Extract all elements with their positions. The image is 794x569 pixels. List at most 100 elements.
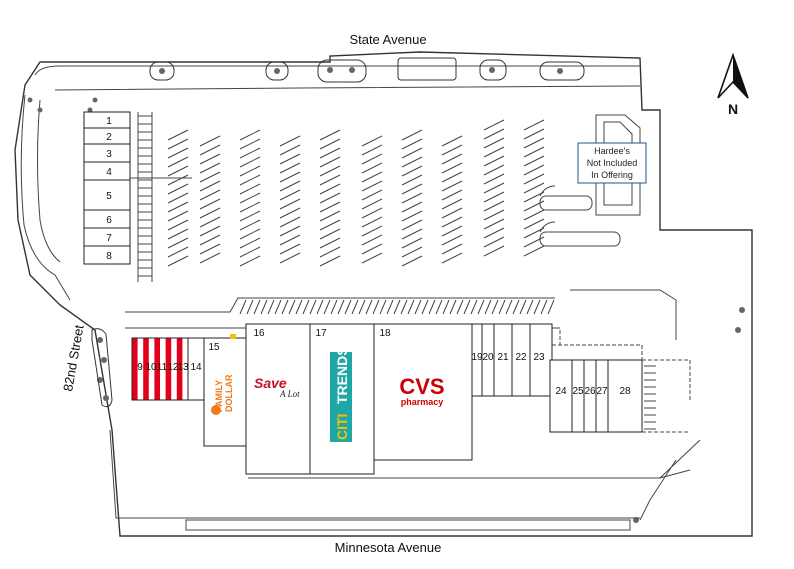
stall-line [401,174,423,186]
stall-line [401,228,423,240]
unit-label: 27 [596,386,608,397]
highlight-stripe [143,338,149,400]
stall-line [167,246,189,258]
stall-line [361,135,383,147]
unit-label: 19 [471,352,483,363]
stall-line [279,243,301,255]
stall-line [483,209,505,221]
stall-line [319,147,341,159]
stall-line [483,236,505,248]
unit-label: 5 [106,191,112,202]
stall-line [401,138,423,150]
stall-line [523,128,545,140]
unit-label: 18 [379,328,391,339]
save-a-lot-word: Save [254,375,287,391]
stall-line [361,207,383,219]
highlighted-units [132,338,183,400]
entry-marker [230,334,236,339]
stall-line [449,299,457,315]
stall-line [167,219,189,231]
stall-line [414,299,422,315]
unit-15-box[interactable] [203,337,247,447]
stall-line [441,234,463,246]
stall-line [401,255,423,267]
parking-stalls [167,119,545,267]
stall-line [239,174,261,186]
south-stall-ticks [239,299,555,315]
family-dollar-logo: FAMILY DOLLAR [211,374,234,415]
stall-line [441,162,463,174]
stall-line [319,237,341,249]
stall-line [483,200,505,212]
stall-line [167,183,189,195]
stall-line [361,153,383,165]
family-dollar-line2: DOLLAR [224,374,234,412]
citi-trends-part2: TRENDS [334,346,350,404]
stall-line [483,191,505,203]
unit-label: 25 [572,386,584,397]
stall-line [379,299,387,315]
unit-label: 4 [106,167,112,178]
stall-line [239,237,261,249]
stall-line [401,183,423,195]
unit-label: 12 [167,362,179,373]
stall-line [239,138,261,150]
stall-line [441,207,463,219]
stall-line [361,180,383,192]
stall-line [483,227,505,239]
unit-label: 3 [106,149,112,160]
stall-line [319,165,341,177]
stall-line [547,299,555,315]
unit-18-box[interactable] [373,323,473,461]
stall-line [361,216,383,228]
west-unit-labels: 1 2 3 4 5 6 7 8 [106,116,112,262]
stall-line [523,191,545,203]
unit-label: 1 [106,116,112,127]
stall-line [319,174,341,186]
stall-line [279,234,301,246]
unit-5-box[interactable] [83,179,131,211]
unit-label: 21 [497,352,509,363]
stall-line [239,299,247,315]
stall-line [167,237,189,249]
stall-line [523,245,545,257]
unit-16-box[interactable] [245,323,311,475]
citi-trends-logo: CITI TRENDS [330,346,352,442]
unit-label: 8 [106,251,112,262]
stall-line [483,173,505,185]
stall-line [246,299,254,315]
stall-line [483,218,505,230]
stall-line [523,182,545,194]
stall-line [523,155,545,167]
south-frontage [248,439,701,479]
hardees-note-line3: In Offering [591,170,633,180]
stall-line [239,129,261,141]
stall-line [441,135,463,147]
unit-label: 15 [208,342,220,353]
stall-line [441,153,463,165]
west-strip-parking [137,112,153,282]
west-curb [20,94,71,301]
east-unit-labels: 24 25 26 27 28 [555,386,631,397]
stall-line [361,162,383,174]
stall-line [442,299,450,315]
stall-line [199,135,221,147]
stall-line [456,299,464,315]
stall-line [526,299,534,315]
property-boundary [14,51,753,537]
stall-line [400,299,408,315]
save-a-lot-script: A Lot [279,389,300,399]
stall-line [279,162,301,174]
stall-line [319,201,341,213]
stall-line [167,228,189,240]
unit-label: 23 [533,352,545,363]
stall-line [361,198,383,210]
stall-line [239,183,261,195]
stall-line [365,299,373,315]
unit-8-box[interactable] [83,245,131,265]
highlight-stripe [176,338,183,400]
south-curb [109,429,640,531]
unit-label: 28 [619,386,631,397]
stall-line [167,138,189,150]
stall-line [319,192,341,204]
